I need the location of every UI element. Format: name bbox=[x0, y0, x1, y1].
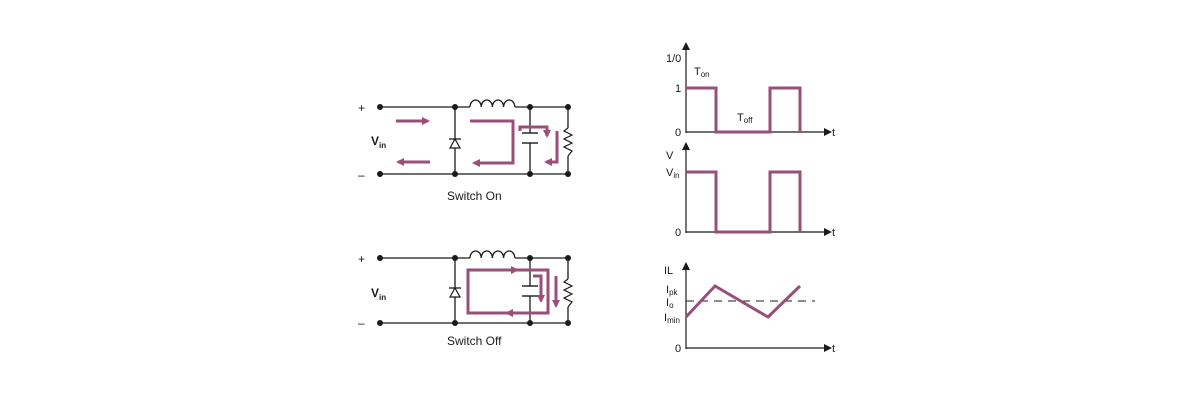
ton-label-main: T bbox=[694, 66, 701, 78]
tick-high-label-main: V bbox=[666, 167, 674, 179]
voltage-plot: V Vin 0 t bbox=[666, 142, 835, 239]
tick-zero-label: 0 bbox=[675, 127, 681, 139]
inductor-symbol bbox=[469, 99, 516, 108]
switch-waveform bbox=[686, 86, 802, 134]
ipk-label-main: I bbox=[666, 284, 669, 296]
ton-label-sub: on bbox=[701, 70, 710, 79]
vin-label-main: V bbox=[371, 286, 379, 300]
toff-label-sub: off bbox=[744, 116, 754, 125]
toff-label: Toff bbox=[737, 112, 753, 125]
x-axis-label: t bbox=[832, 343, 835, 355]
tick-high-label: 1 bbox=[675, 83, 681, 95]
resistor-symbol bbox=[562, 278, 574, 308]
imin-label-sub: min bbox=[667, 316, 680, 325]
inductor-symbol bbox=[469, 250, 516, 259]
plus-terminal-label: + bbox=[358, 252, 365, 266]
circuit-switch-on: + – Vin bbox=[358, 99, 574, 203]
tick-high-label-sub: in bbox=[673, 171, 679, 180]
ipk-label-sub: pk bbox=[669, 288, 678, 297]
vin-label-main: V bbox=[371, 134, 379, 148]
y-axis-label: V bbox=[666, 150, 674, 162]
voltage-waveform bbox=[686, 170, 802, 234]
ton-label: Ton bbox=[694, 66, 710, 79]
tick-zero-label: 0 bbox=[675, 227, 681, 239]
vin-label-sub: in bbox=[379, 293, 386, 302]
vin-label: Vin bbox=[371, 286, 386, 302]
diode-symbol bbox=[448, 137, 462, 149]
minus-terminal-label: – bbox=[358, 168, 365, 182]
circuit-nodes bbox=[377, 255, 571, 326]
inductor-current-plot: IL Ipk Io Imin 0 t bbox=[664, 262, 835, 355]
y-axis-label: 1/0 bbox=[666, 53, 681, 65]
current-flow-arrows bbox=[466, 266, 560, 317]
x-axis-label: t bbox=[832, 227, 835, 239]
switch-on-caption: Switch On bbox=[447, 189, 502, 203]
vin-label-sub: in bbox=[379, 141, 386, 150]
plus-terminal-label: + bbox=[358, 101, 365, 115]
minus-terminal-label: – bbox=[358, 316, 365, 330]
circuit-nodes bbox=[377, 104, 571, 177]
tick-high-label: Vin bbox=[666, 167, 680, 180]
diode-symbol bbox=[448, 286, 462, 298]
current-flow-arrows bbox=[396, 117, 559, 167]
capacitor-symbol bbox=[522, 132, 538, 144]
imin-label: Imin bbox=[664, 312, 680, 325]
switch-off-caption: Switch Off bbox=[447, 334, 502, 348]
circuit-switch-off: + – Vin bbox=[358, 250, 574, 348]
tick-zero-label: 0 bbox=[675, 343, 681, 355]
switch-state-plot: 1/0 1 0 t Ton Toff bbox=[666, 42, 835, 139]
x-axis-label: t bbox=[832, 127, 835, 139]
inductor-current-waveform bbox=[684, 284, 802, 319]
y-axis-label: IL bbox=[664, 265, 673, 277]
resistor-symbol bbox=[562, 127, 574, 157]
io-label-main: I bbox=[666, 297, 669, 309]
io-label: Io bbox=[666, 297, 674, 310]
imin-label-main: I bbox=[664, 312, 667, 324]
ipk-label: Ipk bbox=[666, 284, 679, 297]
vin-label: Vin bbox=[371, 134, 386, 150]
capacitor-symbol bbox=[522, 285, 538, 297]
io-label-sub: o bbox=[669, 301, 674, 310]
toff-label-main: T bbox=[737, 112, 744, 124]
